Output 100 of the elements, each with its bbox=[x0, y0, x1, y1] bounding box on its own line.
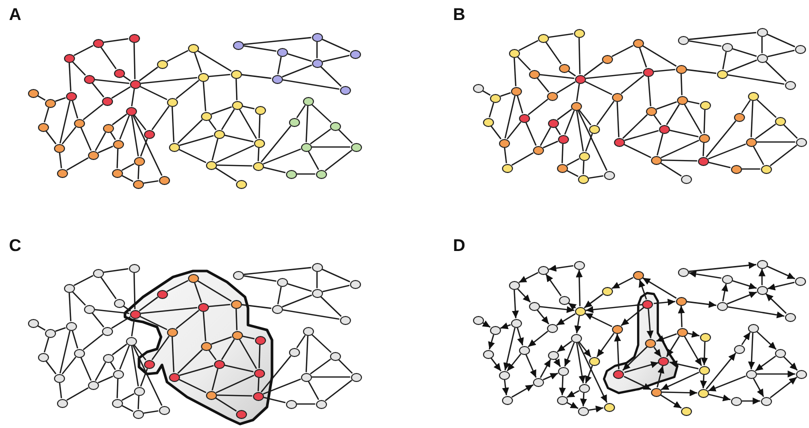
arrow bbox=[770, 376, 798, 398]
panel-label: D bbox=[453, 237, 466, 254]
edge-line bbox=[548, 33, 574, 38]
network-node bbox=[556, 164, 568, 172]
arrow bbox=[620, 306, 644, 326]
arrow bbox=[512, 290, 519, 318]
edge-line bbox=[62, 126, 76, 144]
arrow bbox=[752, 378, 764, 397]
arrow bbox=[502, 380, 509, 396]
network-node bbox=[200, 112, 212, 120]
edge-line bbox=[112, 114, 128, 126]
network-node bbox=[102, 326, 112, 336]
network-node bbox=[126, 106, 136, 116]
edge-line bbox=[540, 74, 574, 80]
network-node bbox=[760, 396, 772, 406]
edge-line bbox=[260, 126, 292, 162]
network-node bbox=[558, 296, 570, 304]
arrow bbox=[548, 264, 574, 272]
arrow bbox=[614, 334, 622, 370]
edge-line bbox=[92, 312, 104, 328]
edge-line bbox=[504, 96, 516, 138]
network-node bbox=[102, 96, 112, 106]
network-node bbox=[92, 268, 104, 278]
arrow bbox=[574, 316, 582, 334]
network-node bbox=[538, 266, 548, 274]
edge-line bbox=[208, 304, 230, 308]
edge-line bbox=[576, 110, 584, 152]
edge-line bbox=[296, 104, 306, 118]
network-node bbox=[482, 118, 494, 126]
edge-line bbox=[110, 362, 116, 370]
edge-line bbox=[66, 157, 89, 171]
edge-line bbox=[324, 380, 352, 402]
edge-line bbox=[756, 99, 777, 118]
arrow bbox=[656, 366, 664, 388]
network-node bbox=[102, 124, 114, 132]
network-node bbox=[64, 284, 74, 292]
arrow bbox=[576, 342, 586, 384]
network-node bbox=[558, 64, 570, 72]
network-node bbox=[746, 370, 756, 378]
edge-line bbox=[482, 90, 491, 96]
edge-line bbox=[282, 79, 340, 90]
network-node bbox=[642, 68, 654, 76]
edge-line bbox=[140, 138, 148, 157]
edge-line bbox=[660, 162, 682, 177]
edge-line bbox=[687, 100, 700, 104]
network-node bbox=[722, 274, 732, 284]
network-node bbox=[272, 74, 282, 84]
edge-line bbox=[116, 378, 118, 398]
network-node bbox=[88, 380, 98, 390]
network-node bbox=[698, 134, 710, 142]
network-node bbox=[232, 40, 244, 50]
edge-line bbox=[316, 42, 318, 58]
edge-line bbox=[100, 46, 117, 70]
arrow bbox=[525, 354, 537, 378]
edge-line bbox=[536, 78, 550, 92]
edge-line bbox=[111, 316, 131, 329]
network-node bbox=[28, 318, 38, 328]
arrow bbox=[756, 331, 777, 350]
network-node bbox=[578, 152, 590, 160]
edge-line bbox=[316, 272, 318, 288]
network-node bbox=[578, 174, 588, 184]
network-node bbox=[614, 138, 624, 146]
panel-label: C bbox=[9, 237, 22, 254]
network-node bbox=[56, 398, 68, 408]
edge-line bbox=[133, 42, 136, 80]
edge-line bbox=[578, 38, 581, 74]
network-node bbox=[730, 164, 742, 174]
edge-line bbox=[110, 132, 116, 140]
edge-line bbox=[221, 108, 235, 130]
edge-line bbox=[754, 124, 776, 140]
network-node bbox=[288, 348, 300, 356]
network-node bbox=[794, 44, 806, 54]
network-node bbox=[528, 302, 540, 310]
edge-line bbox=[208, 74, 230, 78]
network-node bbox=[84, 304, 94, 314]
edge-line bbox=[306, 106, 308, 142]
edge-line bbox=[282, 64, 312, 78]
edge-line bbox=[528, 98, 548, 116]
edge-line bbox=[236, 308, 238, 330]
network-node bbox=[748, 324, 758, 332]
edge-line bbox=[72, 100, 78, 119]
network-node bbox=[756, 260, 768, 268]
network-node bbox=[158, 406, 170, 414]
edge-line bbox=[728, 74, 784, 85]
edge-line bbox=[46, 360, 56, 374]
edge-line bbox=[766, 34, 796, 48]
edge-line bbox=[72, 330, 78, 349]
edge-line bbox=[741, 100, 751, 114]
network-node bbox=[604, 402, 614, 412]
arrow bbox=[700, 342, 708, 366]
network-node bbox=[66, 92, 76, 100]
edge-line bbox=[211, 106, 232, 115]
edge-line bbox=[74, 44, 94, 56]
network-node bbox=[312, 32, 322, 42]
edge-line bbox=[312, 376, 350, 378]
edge-line bbox=[122, 175, 134, 182]
edge-line bbox=[100, 276, 117, 300]
arrow bbox=[653, 346, 662, 358]
edge-line bbox=[688, 40, 722, 47]
arrow bbox=[578, 342, 592, 358]
